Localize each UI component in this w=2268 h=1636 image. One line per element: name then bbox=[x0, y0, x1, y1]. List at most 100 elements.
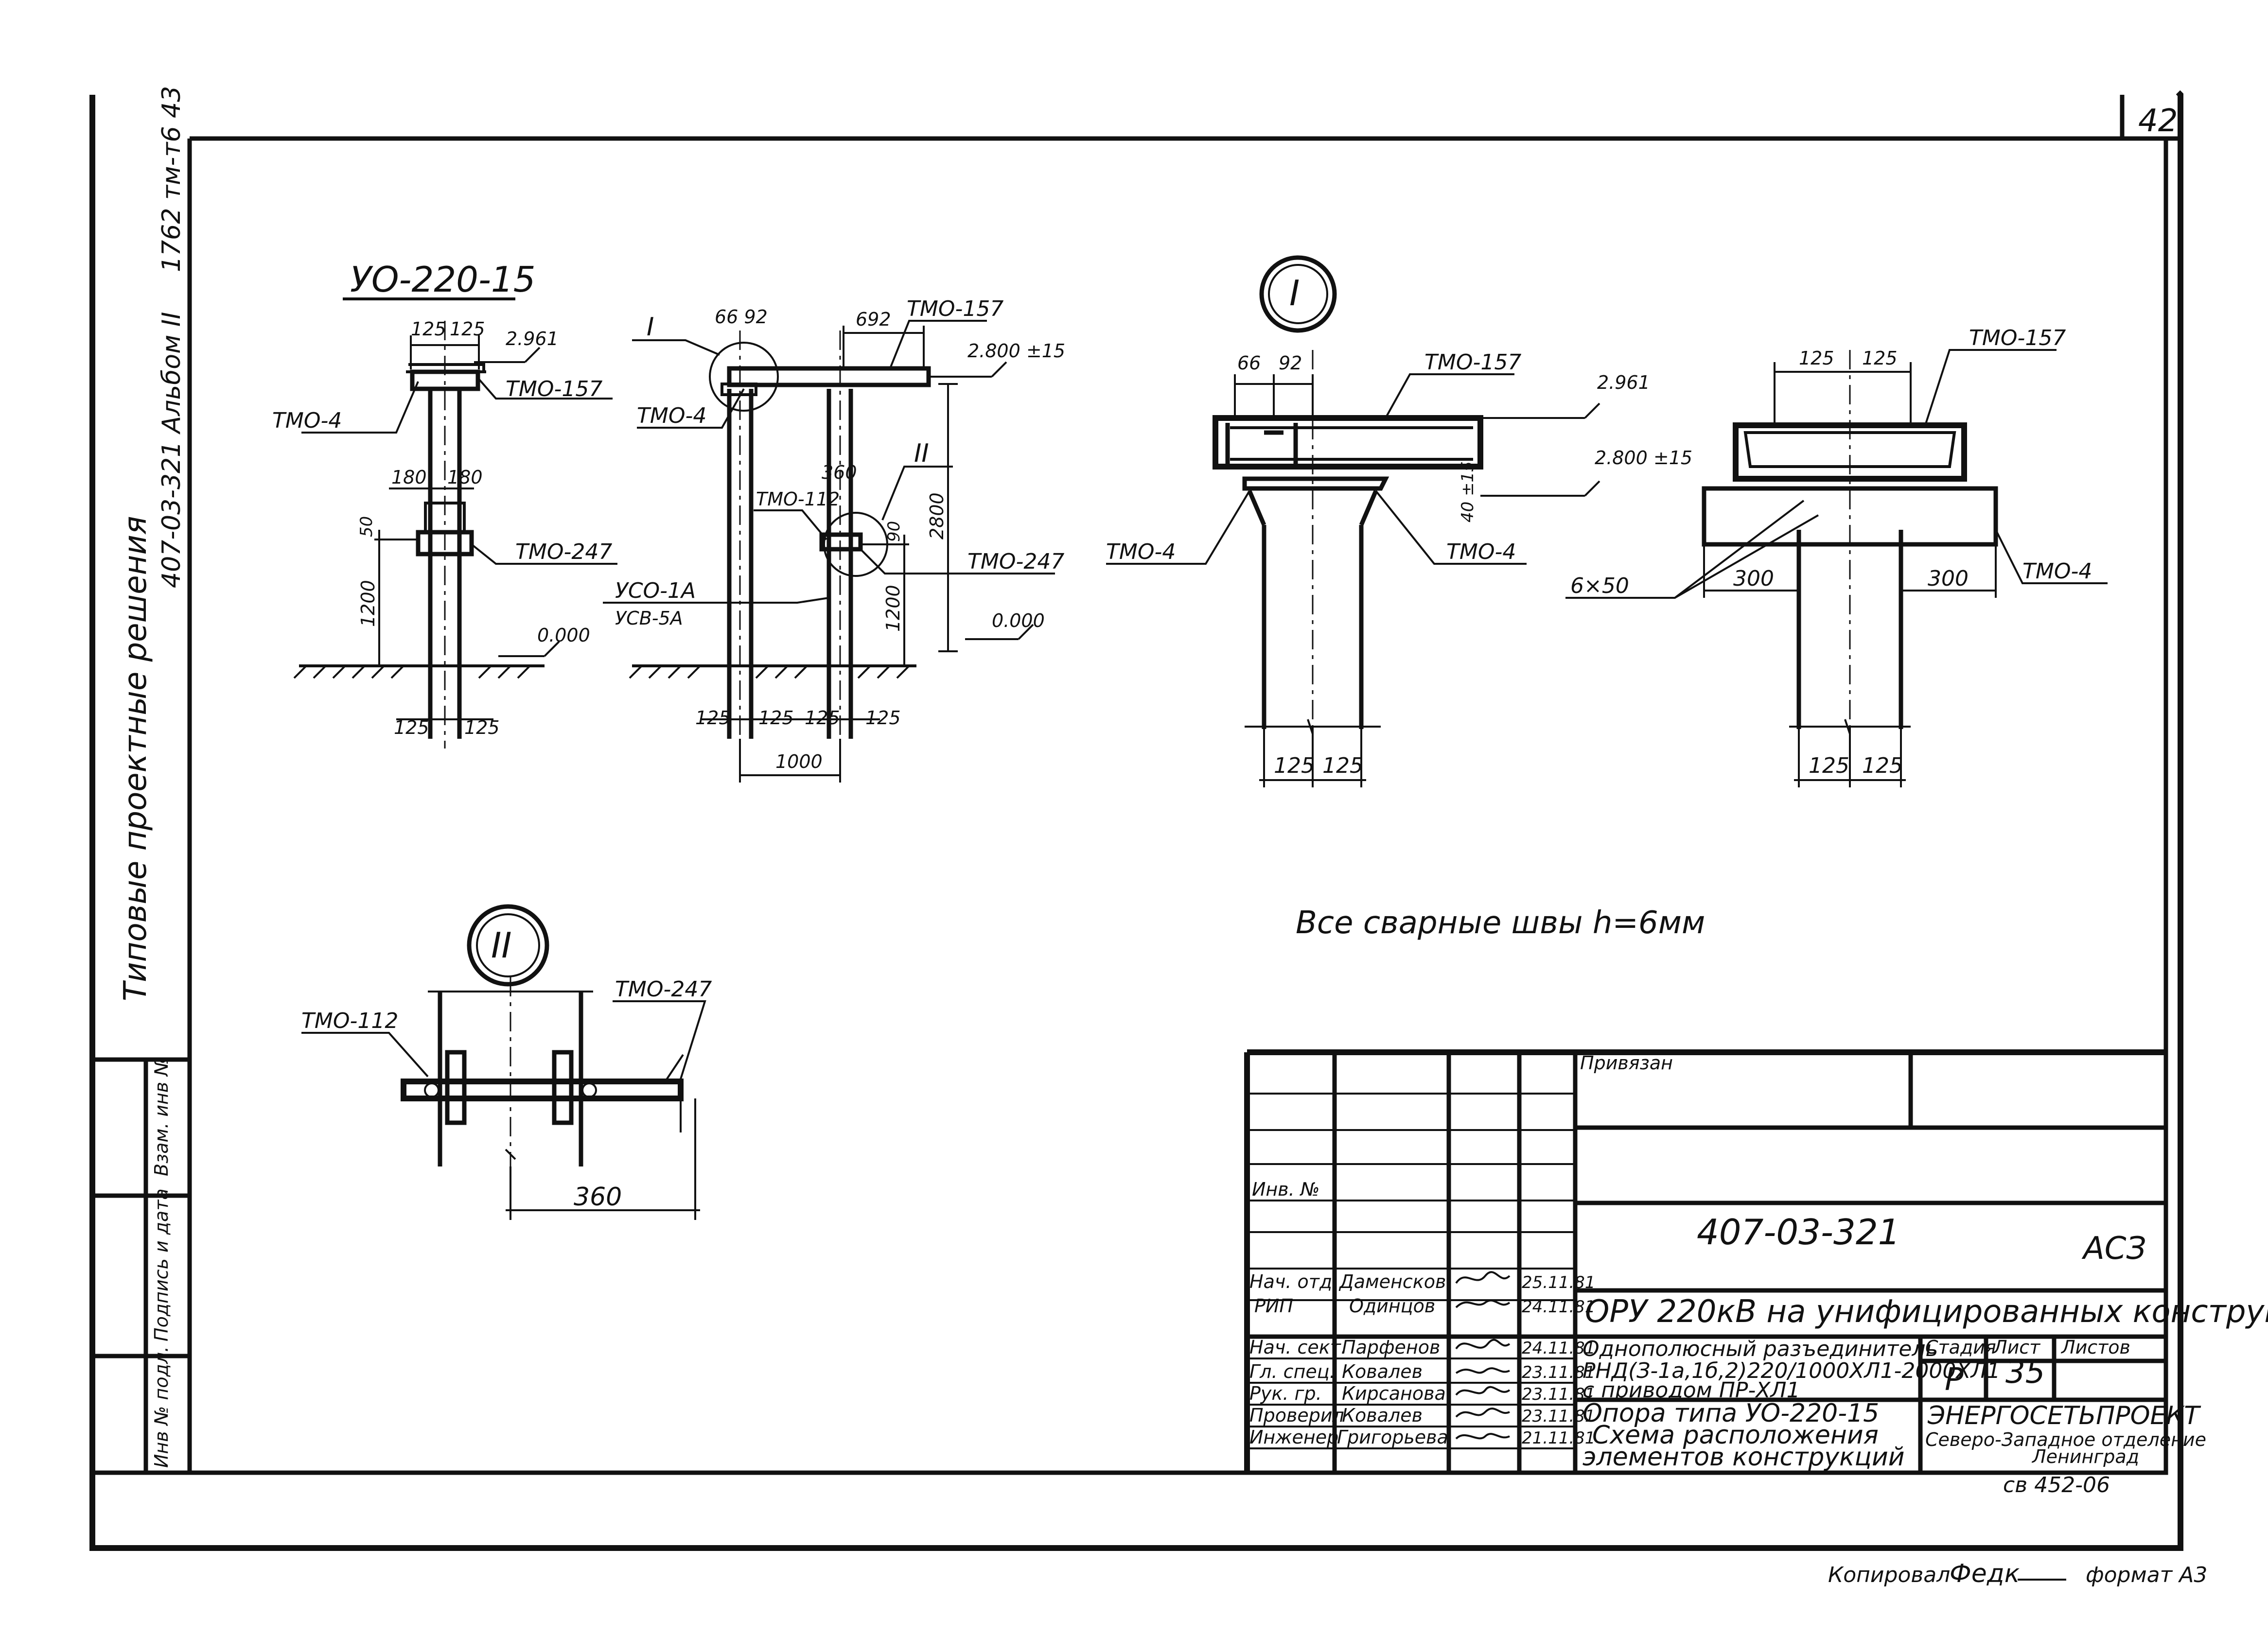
tb-inv-no: Инв. № bbox=[1252, 1179, 1319, 1200]
d1-level-top: 2.961 bbox=[1597, 372, 1650, 393]
sig-date-7: 21.11.81 bbox=[1522, 1428, 1595, 1448]
tb-drawing-name-2: Схема расположения bbox=[1592, 1421, 1879, 1450]
vs-dim-90: 90 bbox=[884, 521, 904, 542]
vs-level-ground: 0.000 bbox=[992, 610, 1045, 631]
vs-label-uso: УСО-1А bbox=[615, 578, 696, 603]
footer-copied-label: Копировал bbox=[1828, 1563, 1950, 1587]
vm-level-ground: 0.000 bbox=[537, 625, 590, 646]
d1-dim-66: 66 bbox=[1237, 352, 1261, 374]
vs-callout-I: I bbox=[647, 313, 654, 342]
tb-stage-label: Стадия bbox=[1925, 1337, 1996, 1358]
detail-II-title: II bbox=[491, 925, 511, 966]
tb-sheets-label: Листов bbox=[2060, 1337, 2130, 1358]
sig-name-7: Григорьева bbox=[1337, 1427, 1448, 1448]
title-block: Привязан Инв. № 407-03-321 АСЗ ОРУ 220кВ… bbox=[1244, 1049, 2268, 1497]
vs-dim-bottom-1: 125 bbox=[695, 707, 731, 729]
sheet-frame bbox=[89, 90, 2183, 1551]
d1-dim-40: 40 ±15 bbox=[1458, 461, 1477, 522]
d2-label-tmo112: ТМО-112 bbox=[301, 1009, 398, 1033]
tb-sheet-code: АСЗ bbox=[2081, 1231, 2146, 1267]
vs-dim-1200: 1200 bbox=[882, 585, 904, 632]
detail-I: I 125 125 66 92 2.961 2.800 ±15 40 ±15 Т… bbox=[1106, 255, 2108, 787]
vs-dim-66-92: 66 92 bbox=[715, 306, 768, 328]
detail-II: II 360 ТМО-112 ТМО-247 bbox=[301, 904, 712, 1220]
d1-label-tmo4-a: ТМО-4 bbox=[1106, 540, 1176, 564]
vs-dim-bottom-3: 125 bbox=[805, 707, 840, 729]
vm-label-tmo4: ТМО-4 bbox=[272, 408, 342, 433]
vs-dim-bottom-4: 125 bbox=[865, 707, 901, 729]
tb-privyazan: Привязан bbox=[1580, 1052, 1673, 1074]
sig-name-5: Кирсанова bbox=[1342, 1383, 1446, 1404]
d1-level-mid: 2.800 ±15 bbox=[1595, 447, 1692, 469]
vs-label-tmo112: ТМО-112 bbox=[756, 488, 840, 510]
tb-org-1: ЭНЕРГОСЕТЬПРОЕКТ bbox=[1927, 1401, 2201, 1430]
footer-format: формат А3 bbox=[2086, 1563, 2207, 1587]
tb-equipment-3: с приводом ПР-ХЛ1 bbox=[1582, 1378, 1800, 1403]
sig-role-1: Нач. отд. bbox=[1249, 1271, 1338, 1292]
d1-dim-top-l: 125 bbox=[1799, 348, 1834, 369]
tb-org-3: Ленинград bbox=[2031, 1446, 2139, 1467]
tb-org-code: св 452-06 bbox=[2003, 1473, 2110, 1497]
sig-role-2: РИП bbox=[1254, 1295, 1293, 1317]
d1-weld: 6×50 bbox=[1570, 574, 1629, 598]
signature-rows: Нач. отд. Даменсков 25.11.81 РИП Одинцов… bbox=[1249, 1271, 1595, 1448]
view-main-title: УО-220-15 bbox=[350, 259, 536, 300]
vm-dim-top-right: 125 bbox=[450, 318, 485, 340]
sig-date-1: 25.11.81 bbox=[1522, 1273, 1595, 1292]
footer-copied-by: Федк bbox=[1950, 1559, 2020, 1588]
sig-name-4: Ковалев bbox=[1342, 1361, 1423, 1382]
tb-drawing-name-3: элементов конструкций bbox=[1582, 1443, 1905, 1472]
weld-note: Все сварные швы h=6мм bbox=[1296, 905, 1705, 941]
d2-dim-360: 360 bbox=[574, 1183, 622, 1212]
tb-sheet: 35 bbox=[2005, 1355, 2045, 1391]
tb-drawing-name-1: Опора типа УО-220-15 bbox=[1582, 1399, 1879, 1428]
box2-label: Подпись и дата bbox=[151, 1188, 172, 1341]
sig-name-1: Даменсков bbox=[1338, 1271, 1446, 1292]
d2-label-tmo247: ТМО-247 bbox=[615, 977, 712, 1002]
tb-project-title: ОРУ 220кВ на унифицированных конструкция… bbox=[1585, 1294, 2268, 1330]
vm-label-tmo157: ТМО-157 bbox=[506, 377, 602, 401]
sig-name-2: Одинцов bbox=[1349, 1295, 1435, 1317]
series-label: Типовые проектные решения bbox=[118, 516, 154, 1001]
d1-bottom-right-2: 125 bbox=[1862, 753, 1903, 778]
vs-dim-692: 692 bbox=[856, 309, 891, 330]
d1-label-tmo4-b: ТМО-4 bbox=[1446, 540, 1516, 564]
vm-dim-mid-right: 180 bbox=[447, 467, 483, 488]
vm-label-tmo247: ТМО-247 bbox=[515, 540, 612, 564]
detail-II-circle bbox=[467, 904, 549, 987]
sig-date-5: 23.11.81 bbox=[1522, 1385, 1595, 1404]
d1-label-tmo4-c: ТМО-4 bbox=[2022, 559, 2092, 584]
d1-bottom-left-2: 125 bbox=[1322, 753, 1363, 778]
tb-equipment-1: Однополюсный разъединитель bbox=[1582, 1337, 1938, 1361]
tb-stage: Р bbox=[1945, 1362, 1964, 1398]
tb-sheet-label: Лист bbox=[1992, 1337, 2041, 1358]
tb-doc-code: 407-03-321 bbox=[1697, 1212, 1900, 1253]
d1-dim-top-r: 125 bbox=[1862, 348, 1898, 369]
vs-dim-2800: 2800 bbox=[926, 492, 948, 540]
vs-callout-II: II bbox=[914, 439, 929, 468]
vs-level-top: 2.800 ±15 bbox=[967, 340, 1065, 362]
sig-role-7: Инженер bbox=[1249, 1427, 1338, 1448]
sig-date-3: 24.11.81 bbox=[1522, 1339, 1595, 1358]
vm-dim-bottom-left: 125 bbox=[394, 717, 429, 738]
vs-dim-1000: 1000 bbox=[775, 751, 823, 772]
album-label: 407-03-321 Альбом II bbox=[157, 312, 186, 589]
d1-dim-300-r: 300 bbox=[1928, 566, 1969, 591]
vs-label-usv: УСВ-5А bbox=[615, 608, 683, 629]
box3-label: Инв № подл. bbox=[151, 1346, 172, 1468]
sig-name-3: Парфенов bbox=[1342, 1337, 1440, 1358]
sig-role-6: Проверил bbox=[1249, 1405, 1344, 1426]
detail-I-title: I bbox=[1289, 273, 1300, 313]
d1-bottom-left-1: 125 bbox=[1274, 753, 1315, 778]
inventory-label: 1762 тм-т6 43 bbox=[157, 86, 186, 272]
sig-date-6: 23.11.81 bbox=[1522, 1407, 1595, 1426]
d1-label-tmo157-a: ТМО-157 bbox=[1424, 350, 1521, 375]
vm-dim-small: 50 bbox=[357, 516, 376, 537]
sig-role-3: Нач. сект. bbox=[1249, 1337, 1347, 1358]
d1-bottom-right-1: 125 bbox=[1809, 753, 1849, 778]
vs-label-tmo247: ТМО-247 bbox=[967, 549, 1064, 574]
vs-dim-bottom-2: 125 bbox=[758, 707, 794, 729]
view-main: УО-220-15 125 125 2.961 180 180 50 1200 … bbox=[272, 259, 617, 748]
callout-I-circle bbox=[709, 342, 779, 412]
